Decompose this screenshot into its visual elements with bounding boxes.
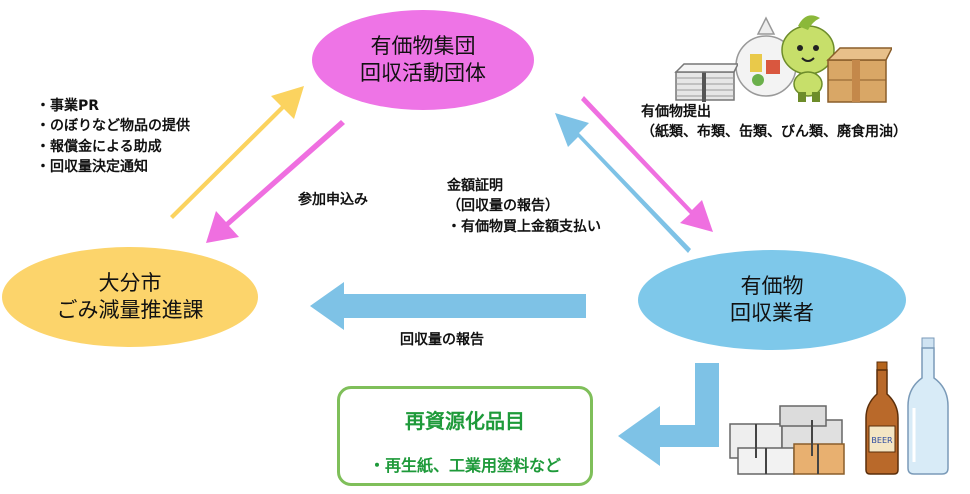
label-city-support-item: ・事業PR — [36, 98, 100, 114]
label-submit: 有価物提出 （紙類、布類、缶類、びん類、廃食用油） — [641, 102, 907, 143]
label-payment: 金額証明 （回収量の報告） ・有価物買上金額支払い — [447, 176, 601, 237]
node-city-line2: ごみ減量推進課 — [56, 298, 204, 322]
beer-label-text: BEER — [871, 436, 893, 445]
arrow-dealer-to-recycled — [618, 363, 719, 466]
recycled-title: 再資源化品目 — [405, 409, 525, 433]
node-city-office: 大分市 ごみ減量推進課 — [2, 247, 258, 347]
node-recovery-dealer: 有価物 回収業者 — [638, 250, 906, 350]
label-report: 回収量の報告 — [400, 332, 484, 348]
node-city-line1: 大分市 — [98, 270, 162, 295]
node-dealer-line2: 回収業者 — [730, 301, 814, 325]
node-dealer-line1: 有価物 — [740, 273, 804, 298]
label-city-support: ・事業PR ・のぼりなど物品の提供 ・報償金による助成 ・回収量決定通知 — [36, 96, 190, 177]
node-collection-group: 有価物集団 回収活動団体 — [312, 10, 534, 110]
mascot-icon — [735, 15, 835, 102]
arrow-city-to-group — [170, 86, 304, 219]
label-apply: 参加申込み — [298, 192, 368, 208]
arrow-group-to-city — [206, 120, 345, 243]
paper-bundles-icon — [729, 405, 845, 475]
label-city-support-item: ・のぼりなど物品の提供 — [36, 118, 190, 135]
arrow-group-to-dealer — [581, 96, 713, 232]
node-group-line2: 回収活動団体 — [360, 61, 486, 85]
beer-bottle-icon: BEER — [865, 361, 899, 475]
node-group-line1: 有価物集団 — [370, 33, 476, 58]
label-payment-line: ・有価物買上金額支払い — [447, 218, 601, 235]
glass-bottle-icon — [907, 337, 949, 475]
arrow-dealer-to-group — [555, 113, 691, 253]
recycled-items-box: 再資源化品目 ・再生紙、工業用塗料など — [337, 386, 593, 486]
cardboard-box-icon — [826, 47, 892, 103]
label-submit-line: 有価物提出 — [641, 104, 711, 120]
label-submit-line: （紙類、布類、缶類、びん類、廃食用油） — [641, 124, 907, 141]
label-city-support-item: ・報償金による助成 — [36, 138, 162, 155]
recycled-item: ・再生紙、工業用塗料など — [368, 456, 561, 475]
arrow-dealer-to-city — [310, 282, 586, 330]
label-payment-line: （回収量の報告） — [447, 198, 559, 215]
label-payment-line: 金額証明 — [447, 178, 503, 194]
newspaper-bundle-icon — [674, 63, 738, 102]
label-city-support-item: ・回収量決定通知 — [36, 158, 148, 175]
